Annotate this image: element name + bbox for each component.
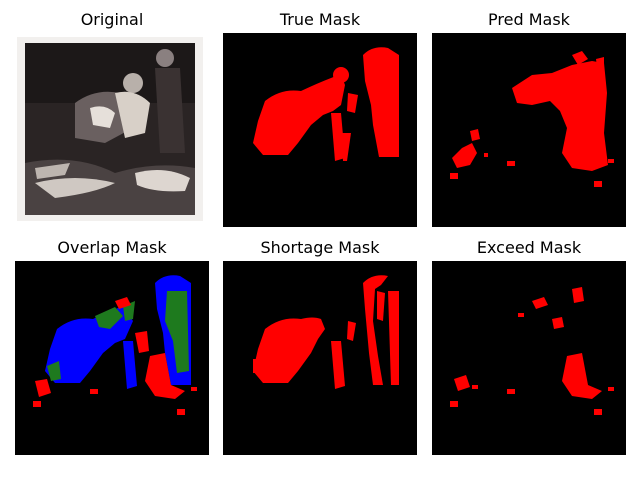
panel-title: Exceed Mask (476, 238, 582, 257)
panel-title: Shortage Mask (260, 238, 380, 257)
overlap-mask-image (15, 261, 209, 455)
exceed-mask-image (432, 261, 626, 455)
panel-title: Original (80, 10, 144, 29)
pred-mask-image (432, 33, 626, 227)
original-photo (15, 33, 209, 227)
panel-title: Overlap Mask (57, 238, 167, 257)
panel-title: Pred Mask (488, 10, 570, 29)
shortage-mask-image (223, 261, 417, 455)
panel-title: True Mask (279, 10, 361, 29)
true-mask-image (223, 33, 417, 227)
